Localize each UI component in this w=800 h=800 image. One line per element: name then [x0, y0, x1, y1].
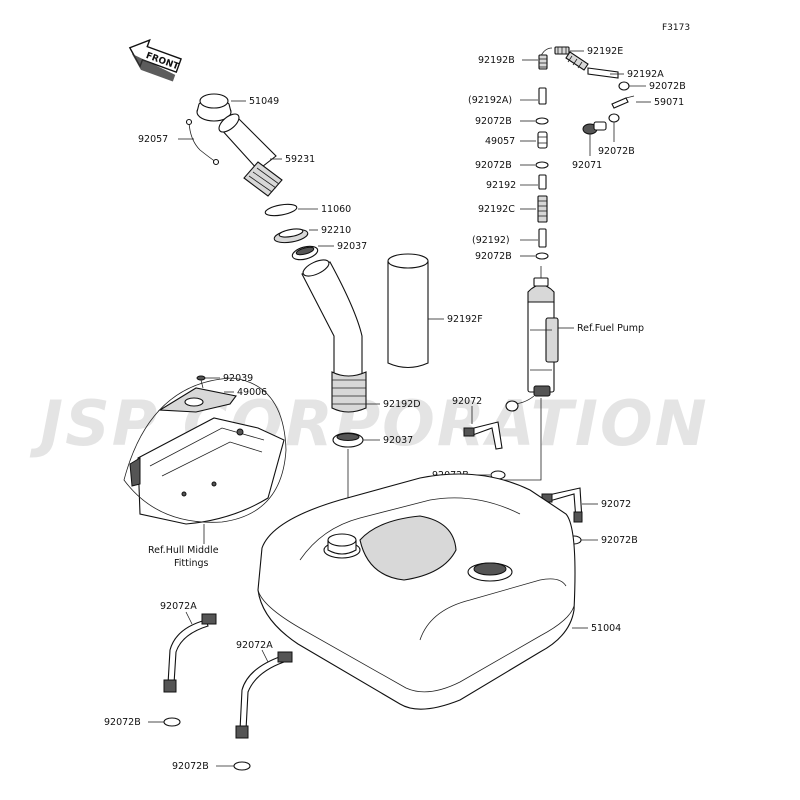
- vent-tube-a-part: [538, 87, 547, 105]
- label-92072B-1: 92072B: [475, 116, 512, 127]
- label-92072-left: 92072: [452, 396, 482, 407]
- clamp-upper-part: [291, 245, 319, 261]
- hull-ref-label-line2: Fittings: [174, 558, 209, 569]
- label-92072A-2: 92072A: [236, 640, 273, 651]
- hull-ref-label-line1: Ref.Hull Middle: [148, 545, 219, 556]
- clamp-lower-part: [332, 432, 364, 448]
- label-92057: 92057: [138, 134, 168, 145]
- vent-spring-b-part: [538, 54, 548, 70]
- filter-part: [537, 131, 548, 149]
- label-51049: 51049: [249, 96, 279, 107]
- hull-fitting-part: [129, 417, 285, 525]
- front-arrow-icon: FRONT: [128, 38, 182, 82]
- cap-small-part: [582, 121, 607, 135]
- clip-6-part: [163, 717, 181, 727]
- clip-1-part: [535, 117, 549, 125]
- fuel-tank-part: [257, 473, 576, 710]
- label-92192F: 92192F: [447, 314, 483, 325]
- label-51004: 51004: [591, 623, 621, 634]
- nut-part: [273, 228, 309, 244]
- label-92192A-paren: (92192A): [468, 95, 512, 106]
- vent-spring-e-part: [554, 46, 570, 55]
- label-92071: 92071: [572, 160, 602, 171]
- filler-hose-part: [301, 259, 367, 413]
- label-92072B-5: 92072B: [601, 535, 638, 546]
- label-92072B-7: 92072B: [172, 761, 209, 772]
- clip-3-part: [535, 252, 549, 260]
- label-92192A: 92192A: [627, 69, 664, 80]
- strap-left-small-part: [463, 421, 503, 450]
- label-92210: 92210: [321, 225, 351, 236]
- label-92192E: 92192E: [587, 46, 623, 57]
- vent-tube-paren-part: [538, 228, 547, 248]
- clip-2-part: [535, 161, 549, 169]
- fuel-pump-ref-label: Ref.Fuel Pump: [577, 323, 644, 334]
- clip-top-right-part: [618, 81, 630, 91]
- sleeve-part: [387, 253, 429, 369]
- label-92072B-right: 92072B: [598, 146, 635, 157]
- vent-spring-c-part: [537, 195, 548, 223]
- filler-cap-part: [196, 93, 232, 122]
- fuel-pump-part: [505, 266, 559, 412]
- label-92072B-6: 92072B: [104, 717, 141, 728]
- label-49006: 49006: [237, 387, 267, 398]
- strap-a-2-part: [235, 651, 293, 739]
- label-92192: 92192: [486, 180, 516, 191]
- watermark-text: JSP CORPORATION: [29, 387, 709, 460]
- label-11060: 11060: [321, 204, 351, 215]
- guide-part: [158, 387, 237, 413]
- label-92192B-top: 92192B: [478, 55, 515, 66]
- label-92192C: 92192C: [478, 204, 515, 215]
- label-92039: 92039: [223, 373, 253, 384]
- label-92072B-top: 92072B: [649, 81, 686, 92]
- filler-neck-part: [218, 113, 283, 197]
- label-59231: 59231: [285, 154, 315, 165]
- vent-tube-part: [538, 174, 547, 190]
- clip-7-part: [233, 761, 251, 771]
- clip-right-part: [608, 113, 620, 123]
- label-92037-lower: 92037: [383, 435, 413, 446]
- label-59071: 59071: [654, 97, 684, 108]
- label-92072-right: 92072: [601, 499, 631, 510]
- label-92037-upper: 92037: [337, 241, 367, 252]
- check-valve-part: [611, 95, 635, 109]
- label-92072A-1: 92072A: [160, 601, 197, 612]
- strap-a-1-part: [163, 613, 217, 693]
- gasket-part: [264, 203, 298, 217]
- label-92192-paren: (92192): [472, 235, 510, 246]
- label-92072B-2: 92072B: [475, 160, 512, 171]
- vent-spring-a-part: [565, 51, 619, 79]
- label-49057: 49057: [485, 136, 515, 147]
- figure-code: F3173: [662, 23, 690, 33]
- label-92192D: 92192D: [383, 399, 421, 410]
- label-92072B-3: 92072B: [475, 251, 512, 262]
